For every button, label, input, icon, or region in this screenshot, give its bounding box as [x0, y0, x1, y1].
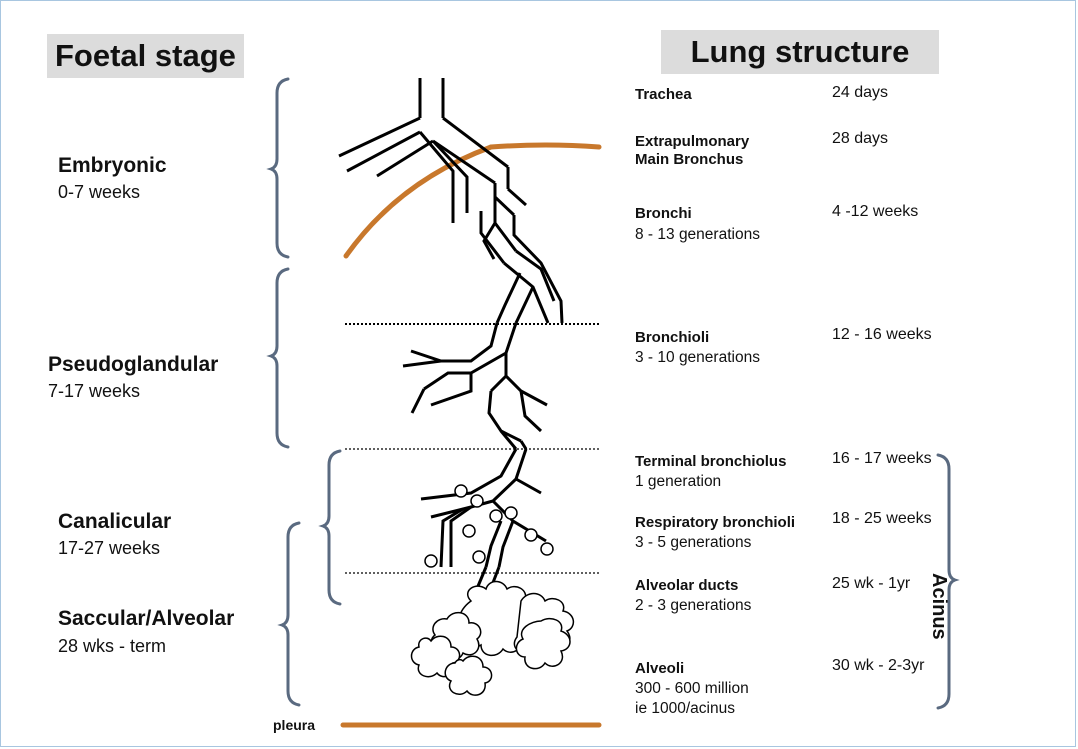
bracket-embryonic [271, 79, 288, 257]
bracket-pseudoglandular [271, 269, 288, 447]
airway-upper [339, 78, 562, 323]
airway-bronchioli [403, 323, 547, 449]
bracket-saccular [282, 523, 299, 705]
orange-arc-outer [491, 145, 599, 147]
bracket-canalicular [323, 451, 340, 604]
alveolar-sacs [412, 582, 574, 696]
orange-arc-inner [346, 147, 491, 256]
bracket-acinus [938, 455, 955, 708]
airway-respiratory [421, 449, 546, 593]
